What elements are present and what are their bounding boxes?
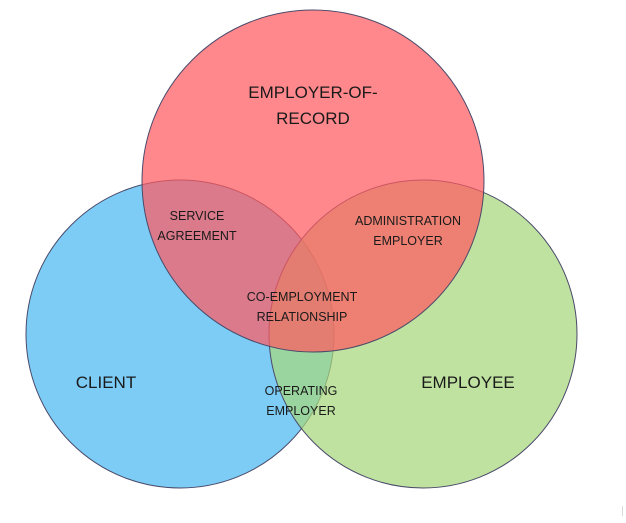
administration-employer-line2: EMPLOYER [373,234,442,248]
employer-of-record-circle [141,9,485,353]
employee-label: EMPLOYEE [421,373,515,392]
co-employment-line1: CO-EMPLOYMENT [247,290,358,304]
record-label-line1: EMPLOYER-OF- [248,83,377,102]
service-agreement-line1: SERVICE [170,209,225,223]
administration-employer-line1: ADMINISTRATION [355,214,461,228]
operating-employer-line1: OPERATING [265,384,338,398]
record-label-line2: RECORD [276,109,350,128]
co-employment-line2: RELATIONSHIP [257,310,348,324]
client-label: CLIENT [76,373,136,392]
service-agreement-line2: AGREEMENT [157,229,237,243]
edge-mark [622,506,623,516]
operating-employer-line2: EMPLOYER [266,404,335,418]
